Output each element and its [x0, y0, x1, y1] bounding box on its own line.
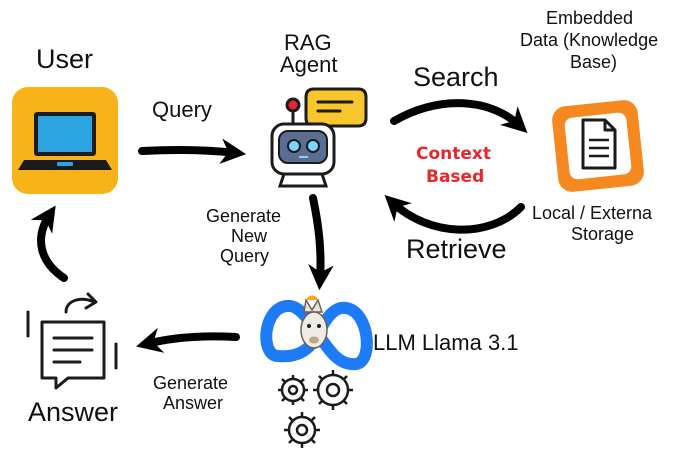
retrieve-label: Retrieve [406, 234, 507, 264]
generate-query-arrow [308, 194, 334, 291]
search-arrow [390, 99, 528, 133]
storage-label-line2: Storage [571, 224, 634, 244]
robot-icon [270, 87, 368, 188]
retrieve-arrow [384, 194, 525, 234]
generate-query-line2: New [231, 226, 268, 246]
document-icon [552, 100, 644, 192]
rag-agent-label-line1: RAG [284, 30, 332, 55]
generate-answer-line1: Generate [153, 373, 228, 393]
answer-chat-icon [26, 292, 118, 390]
answer-label: Answer [28, 397, 118, 427]
context-based-line2: Based [426, 167, 484, 187]
query-arrow [138, 138, 247, 164]
generate-answer-line2: Answer [163, 393, 223, 413]
kb-label-line1: Embedded [546, 8, 633, 28]
query-label: Query [152, 97, 212, 122]
answer-to-user-arrow [30, 205, 68, 282]
user-label: User [36, 44, 93, 74]
storage-label-line1: Local / Externa [532, 203, 653, 223]
llm-label: LLM Llama 3.1 [373, 330, 519, 355]
kb-label-line3: Base) [570, 52, 617, 72]
generate-query-line3: Query [220, 246, 269, 266]
generate-query-line1: Generate [206, 206, 281, 226]
laptop-icon [12, 87, 118, 194]
kb-label-line2: Data (Knowledge [520, 30, 658, 50]
meta-llama-icon [260, 295, 373, 371]
gears-icon [278, 370, 353, 448]
search-label: Search [413, 62, 499, 92]
generate-answer-arrow [136, 327, 240, 353]
context-based-line1: Context [416, 144, 491, 164]
rag-agent-label-line2: Agent [280, 52, 338, 77]
